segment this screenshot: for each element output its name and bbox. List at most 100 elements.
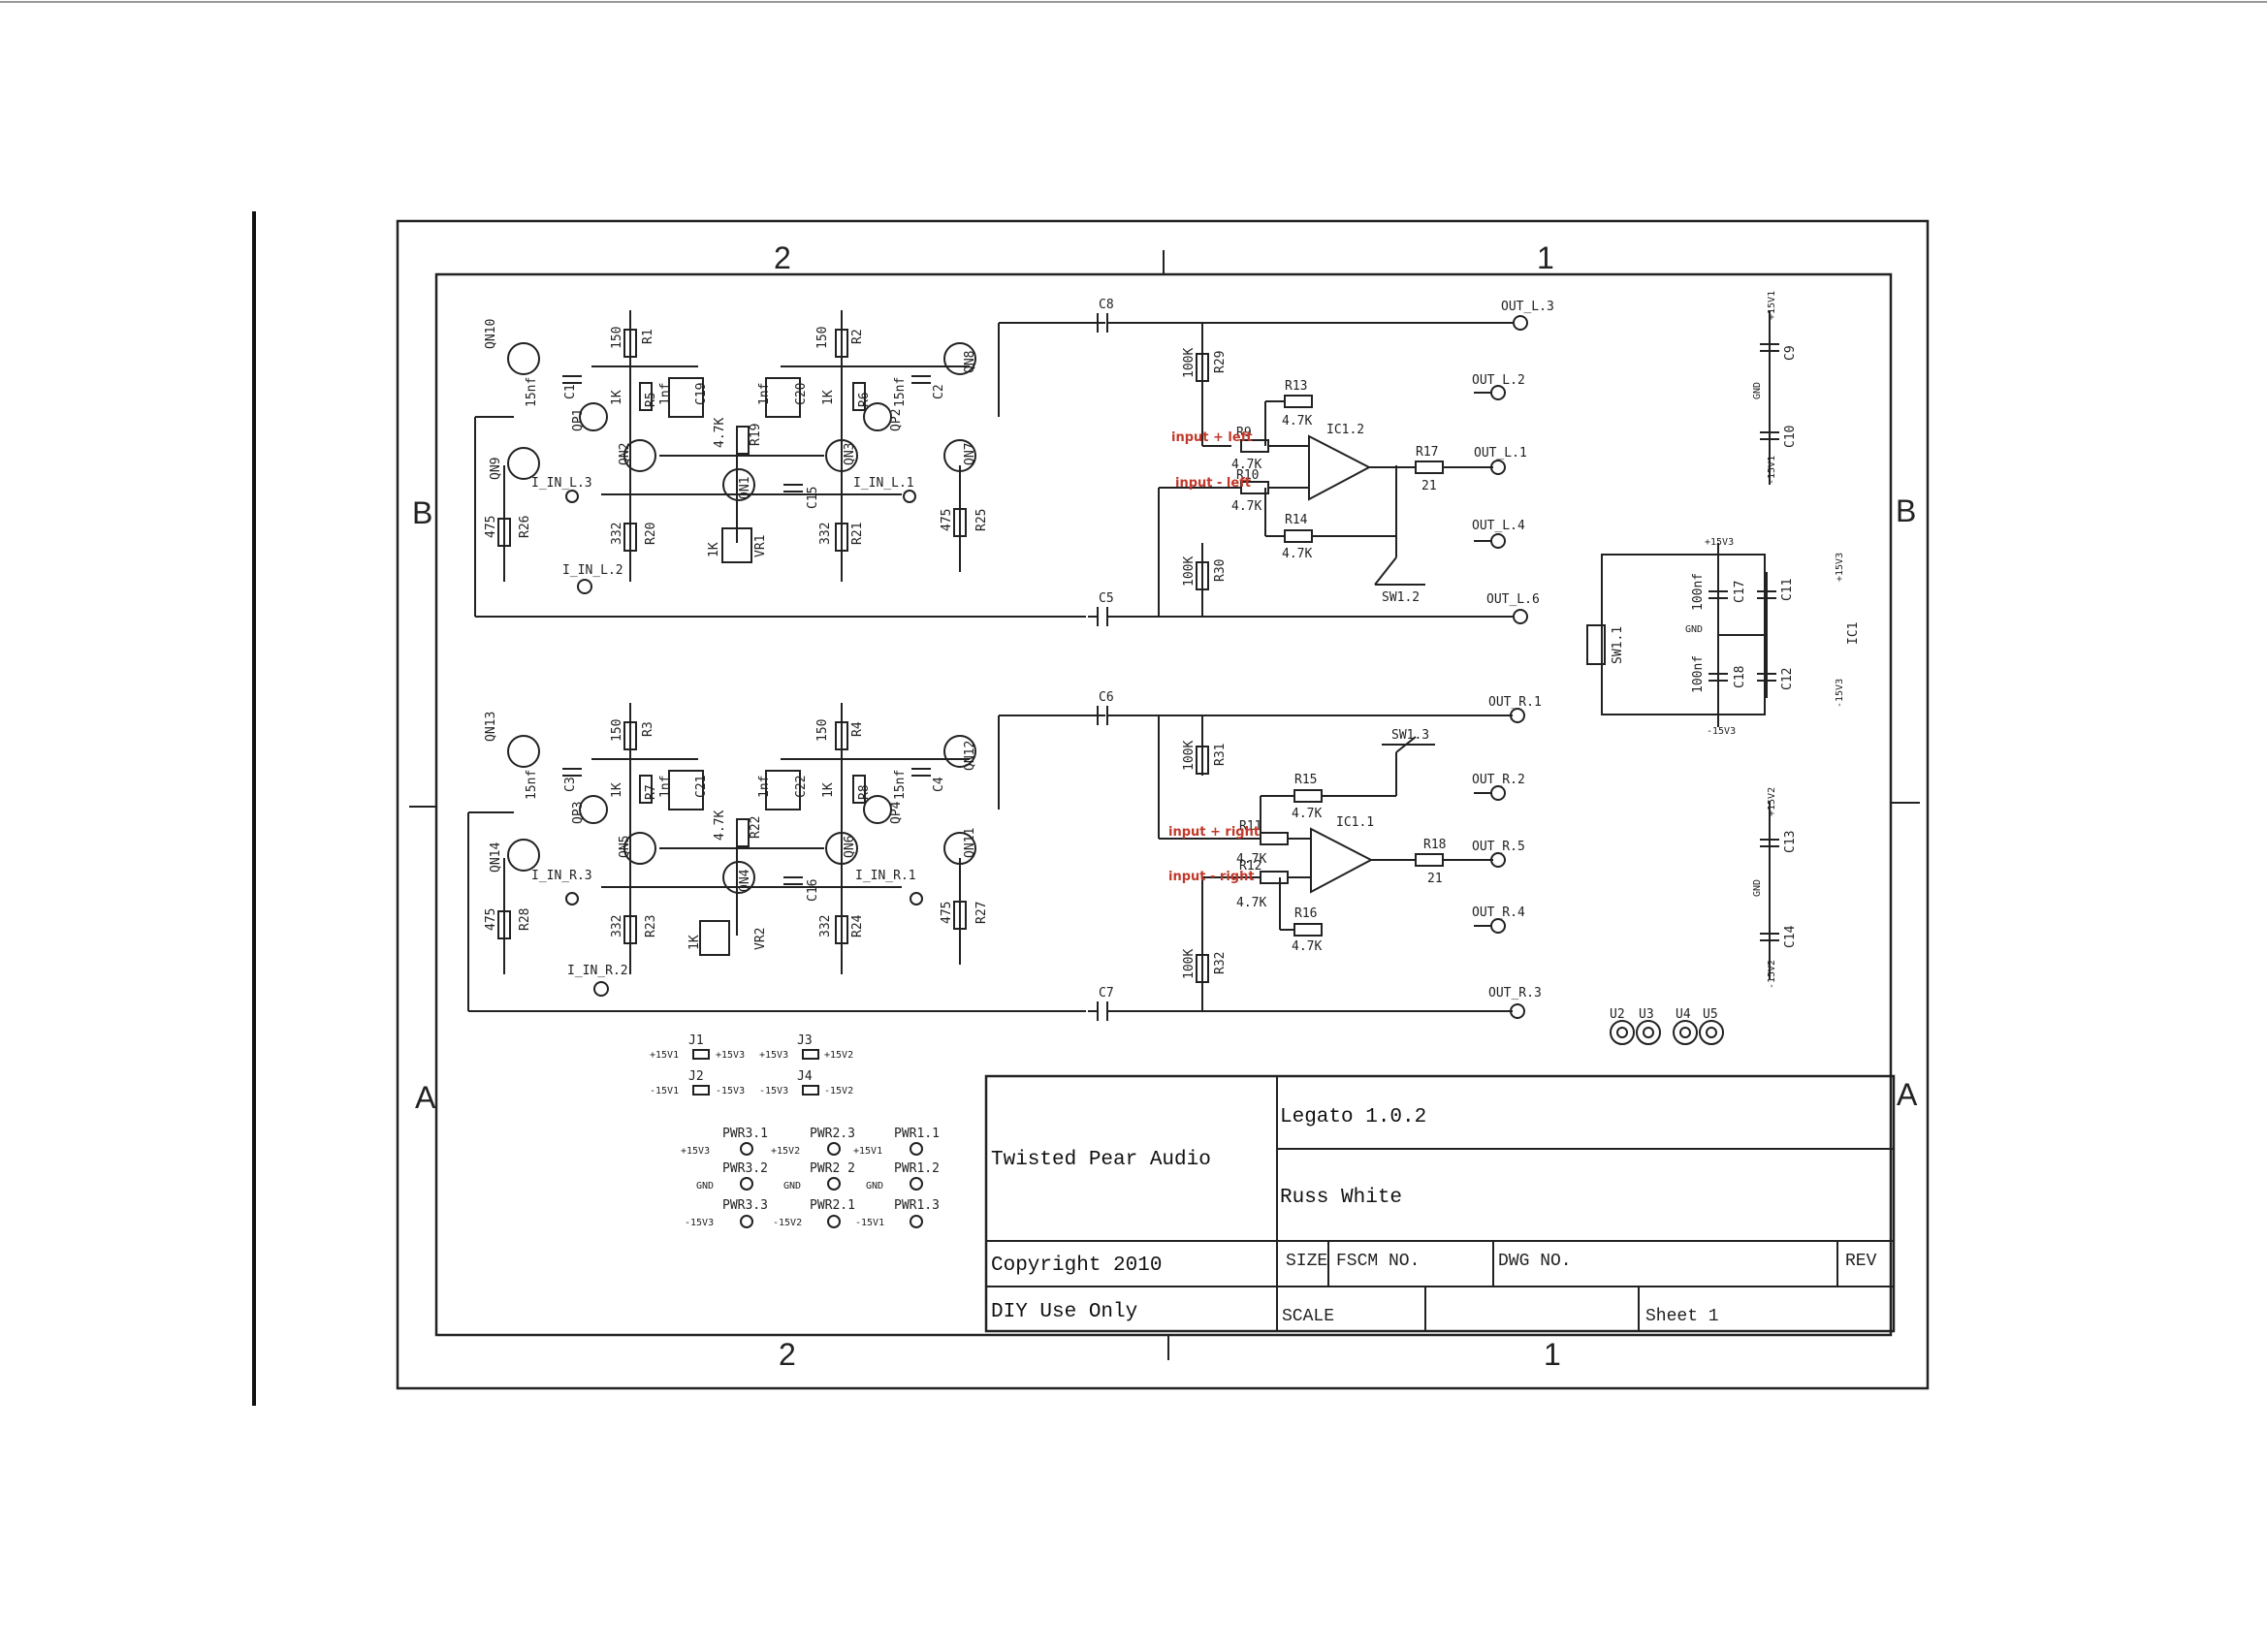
label-j1-right: +15V3 bbox=[716, 1050, 745, 1061]
label-j1-left: +15V1 bbox=[650, 1050, 679, 1061]
label-vr1-value: 1K bbox=[707, 542, 721, 557]
label-p15v1-cap: +15V1 bbox=[1767, 291, 1777, 320]
label-c1-value: 15nf bbox=[525, 377, 539, 407]
label-p15v3-rail: +15V3 bbox=[1705, 537, 1734, 548]
label-qn1: QN1 bbox=[738, 477, 752, 499]
label-r15-value: 4.7K bbox=[1292, 807, 1322, 821]
label-gnd-cap-top: GND bbox=[1752, 382, 1763, 399]
label-m15v3-rail: -15V3 bbox=[1707, 726, 1736, 737]
label-qp4: QP4 bbox=[889, 801, 904, 824]
label-pwr3-3: PWR3.3 bbox=[722, 1198, 768, 1213]
label-pwr1-2-net: GND bbox=[866, 1181, 883, 1191]
label-m15v1-cap: -15V1 bbox=[1767, 456, 1777, 485]
label-c4-value: 15nf bbox=[893, 770, 908, 800]
label-i-in-l3: I_IN_L.3 bbox=[531, 476, 592, 491]
label-r29-value: 100K bbox=[1182, 348, 1197, 378]
label-qn6: QN6 bbox=[843, 836, 857, 858]
label-c12: C12 bbox=[1780, 668, 1795, 690]
label-pwr3-3-net: -15V3 bbox=[685, 1218, 714, 1228]
label-c2: C2 bbox=[932, 384, 946, 399]
label-c8: C8 bbox=[1099, 298, 1114, 312]
label-c20-value: 1nf bbox=[757, 383, 772, 405]
label-out-l3: OUT_L.3 bbox=[1501, 300, 1554, 314]
title-block bbox=[984, 1074, 1896, 1333]
label-r17: R17 bbox=[1416, 445, 1438, 460]
label-sw1-2: SW1.2 bbox=[1382, 590, 1420, 605]
label-r10-value: 4.7K bbox=[1231, 499, 1261, 514]
left-output-terminals bbox=[565, 315, 1528, 624]
scale-label: SCALE bbox=[1282, 1307, 1334, 1326]
label-r14: R14 bbox=[1285, 513, 1308, 527]
label-c5: C5 bbox=[1099, 591, 1114, 606]
label-m15v2-cap: -15V2 bbox=[1767, 960, 1777, 989]
company-name: Twisted Pear Audio bbox=[991, 1149, 1211, 1171]
label-gnd-power: GND bbox=[1685, 624, 1703, 635]
dwg-label: DWG NO. bbox=[1498, 1252, 1572, 1271]
label-j4-right: -15V2 bbox=[824, 1086, 853, 1096]
label-r7: R7 bbox=[644, 784, 658, 800]
label-r32: R32 bbox=[1213, 952, 1228, 974]
label-qp2: QP2 bbox=[889, 409, 904, 431]
label-r2-value: 150 bbox=[815, 327, 830, 349]
label-c7: C7 bbox=[1099, 986, 1114, 1001]
label-r6: R6 bbox=[857, 392, 872, 407]
label-r20: R20 bbox=[644, 523, 658, 545]
label-j3: J3 bbox=[797, 1033, 813, 1048]
right-output-terminals bbox=[565, 708, 1525, 1019]
label-r26: R26 bbox=[518, 516, 532, 538]
label-r2: R2 bbox=[850, 329, 865, 344]
usage-text: DIY Use Only bbox=[991, 1301, 1137, 1323]
label-c4: C4 bbox=[932, 777, 946, 792]
label-r4-value: 150 bbox=[815, 719, 830, 742]
label-pwr2-2: PWR2 2 bbox=[810, 1161, 855, 1176]
label-r5: R5 bbox=[644, 392, 658, 407]
label-r15: R15 bbox=[1294, 773, 1317, 787]
label-r1: R1 bbox=[641, 329, 655, 344]
label-c22-value: 1nf bbox=[757, 776, 772, 798]
label-r28-value: 475 bbox=[484, 908, 498, 931]
label-c14: C14 bbox=[1783, 925, 1798, 948]
right-channel-labels: QN13 QN14 QP3 QN5 QN4 QN6 QP4 QN11 QN12 … bbox=[484, 690, 1542, 1001]
label-pwr1-3: PWR1.3 bbox=[894, 1198, 940, 1213]
size-label: SIZE bbox=[1286, 1252, 1327, 1271]
label-j2-right: -15V3 bbox=[716, 1086, 745, 1096]
label-c21-value: 1nf bbox=[658, 776, 673, 798]
designer-name: Russ White bbox=[1280, 1187, 1402, 1209]
label-ic1-1: IC1.1 bbox=[1336, 815, 1374, 830]
label-r1-value: 150 bbox=[610, 327, 624, 349]
label-out-l6: OUT_L.6 bbox=[1486, 592, 1540, 607]
label-vr2: VR2 bbox=[753, 928, 768, 950]
label-p15v3-ic: +15V3 bbox=[1835, 553, 1845, 582]
label-r30-value: 100K bbox=[1182, 556, 1197, 587]
label-r31: R31 bbox=[1213, 744, 1228, 766]
zone-label-b-left: B bbox=[412, 495, 432, 530]
label-out-l4: OUT_L.4 bbox=[1472, 519, 1525, 533]
label-j2-left: -15V1 bbox=[650, 1086, 679, 1096]
label-qn14: QN14 bbox=[489, 842, 503, 873]
label-r19: R19 bbox=[749, 424, 763, 446]
label-j4-left: -15V3 bbox=[759, 1086, 788, 1096]
label-r8-value: 1K bbox=[821, 782, 836, 798]
label-r11: R11 bbox=[1239, 819, 1261, 834]
label-c6: C6 bbox=[1099, 690, 1114, 705]
label-out-r3: OUT_R.3 bbox=[1488, 986, 1542, 1001]
label-c1: C1 bbox=[563, 384, 578, 399]
label-pwr1-1: PWR1.1 bbox=[894, 1127, 940, 1141]
label-qn9: QN9 bbox=[489, 458, 503, 480]
label-qn5: QN5 bbox=[618, 836, 632, 858]
label-r12: R12 bbox=[1239, 859, 1261, 874]
label-pwr2-3-net: +15V2 bbox=[771, 1146, 800, 1157]
label-r6-value: 1K bbox=[821, 390, 836, 405]
label-r23: R23 bbox=[644, 915, 658, 937]
right-channel-circuit bbox=[467, 703, 1513, 1021]
label-qn2: QN2 bbox=[618, 443, 632, 465]
left-channel-labels: QN10 QN9 QP1 QN2 QN1 QN3 QP2 QN7 QN8 150… bbox=[484, 298, 1554, 607]
label-r14-value: 4.7K bbox=[1282, 547, 1312, 561]
label-j3-right: +15V2 bbox=[824, 1050, 853, 1061]
label-c17-value: 100nf bbox=[1691, 573, 1706, 611]
copyright-text: Copyright 2010 bbox=[991, 1255, 1162, 1277]
label-r18: R18 bbox=[1423, 838, 1446, 852]
annotation-input-minus-right: input - right bbox=[1168, 870, 1255, 884]
label-u5: U5 bbox=[1703, 1007, 1718, 1022]
